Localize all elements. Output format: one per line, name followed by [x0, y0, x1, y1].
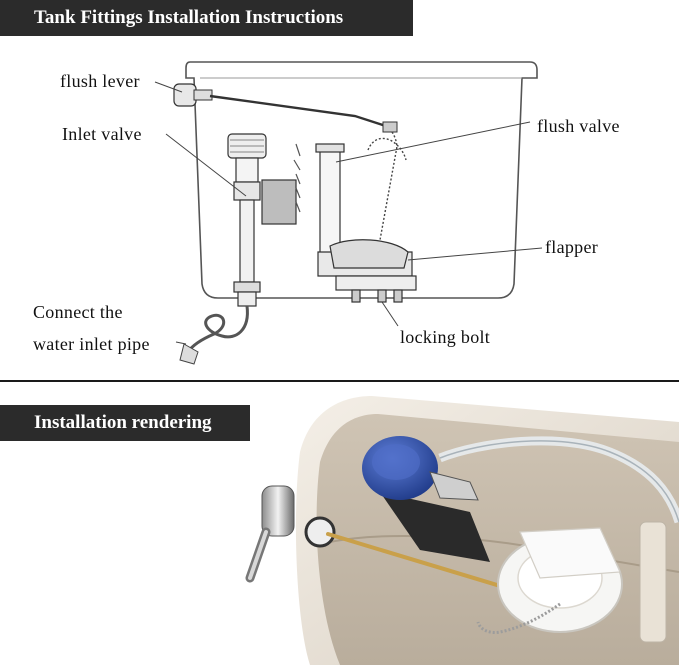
- label-flush-lever: flush lever: [60, 71, 140, 91]
- label-connect-line2: water inlet pipe: [33, 334, 150, 354]
- label-flapper: flapper: [545, 237, 599, 257]
- lever-nut: [304, 516, 336, 548]
- blue-fill-valve: [362, 436, 490, 562]
- white-flapper: [497, 527, 623, 633]
- label-inlet-valve: Inlet valve: [62, 124, 142, 144]
- label-flush-valve: flush valve: [537, 116, 620, 136]
- flapper-part: [317, 239, 417, 303]
- flapper-chain: [367, 131, 407, 241]
- section-title-rendering: Installation rendering: [0, 405, 250, 441]
- section-title-instructions: Tank Fittings Installation Instructions: [0, 0, 413, 36]
- water-inlet-hose: [186, 305, 249, 353]
- tank-outline: [185, 61, 538, 299]
- tank-fittings-diagram: [154, 61, 543, 365]
- bead-chain: [476, 602, 561, 634]
- leader-lines: [154, 81, 543, 345]
- label-locking-bolt: locking bolt: [400, 327, 491, 347]
- section-divider: [0, 380, 679, 382]
- inlet-valve-part: [227, 133, 301, 307]
- label-connect-line1: Connect the: [33, 302, 123, 322]
- flush-lever-part: [173, 83, 398, 133]
- installation-rendering-photo: [245, 396, 679, 665]
- chrome-handle: [245, 485, 295, 583]
- overflow-tube: [639, 521, 667, 643]
